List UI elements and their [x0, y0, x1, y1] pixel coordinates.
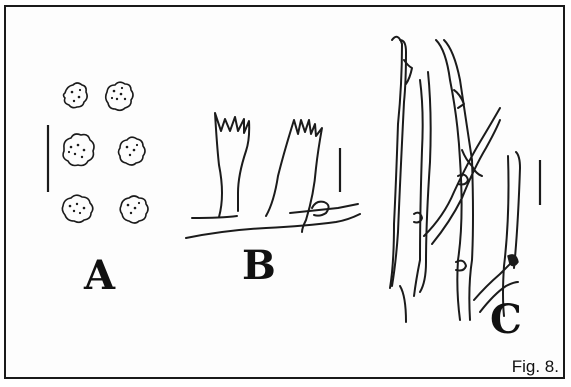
panel-label-c: C	[490, 300, 522, 340]
spore	[64, 83, 88, 108]
panel-a-spores	[62, 82, 148, 223]
figure-caption: Fig. 8.	[512, 357, 559, 377]
clamp-connection	[508, 255, 518, 266]
panel-label-b: B	[242, 246, 276, 286]
panel-c-hyphae	[390, 37, 520, 322]
panel-label-a: A	[84, 256, 115, 296]
hypha	[192, 216, 237, 218]
hypha	[436, 40, 462, 320]
spore	[106, 82, 133, 110]
basidium	[215, 113, 249, 217]
hypha	[414, 80, 423, 296]
spore	[63, 134, 94, 166]
hypha	[514, 152, 520, 268]
spore	[62, 195, 92, 222]
hypha	[400, 286, 406, 322]
hypha	[503, 156, 509, 316]
spore	[119, 137, 146, 165]
panel-b-basidia	[186, 113, 360, 238]
hypha	[290, 204, 358, 213]
spore	[120, 196, 148, 223]
